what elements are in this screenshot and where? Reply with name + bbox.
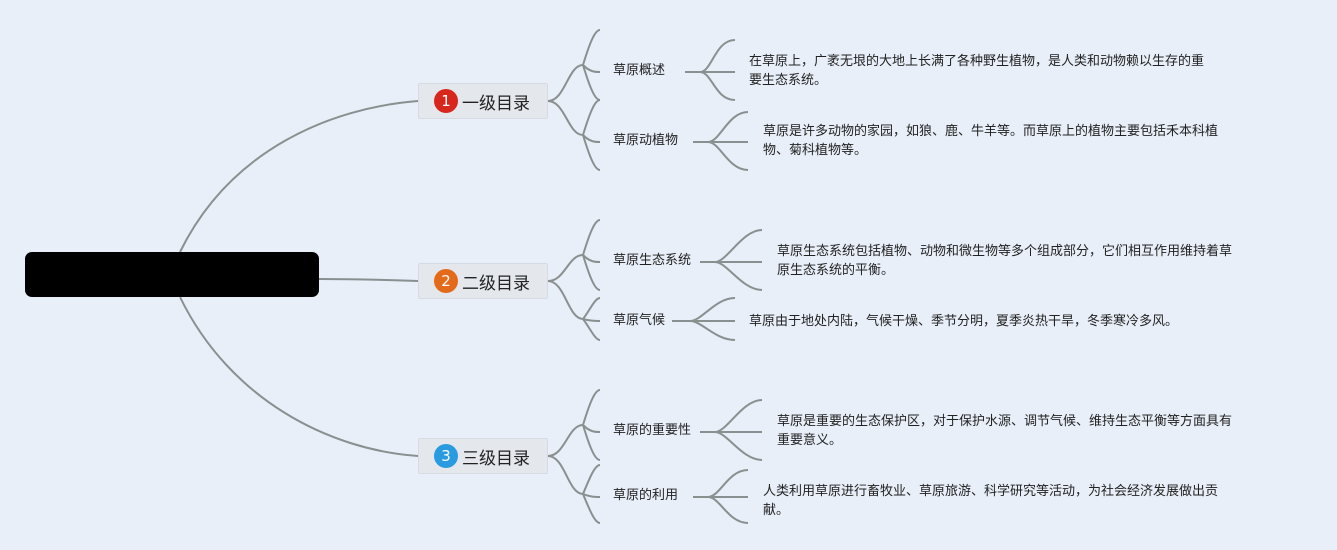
- connector-fan-mid: [582, 424, 601, 433]
- connector-fan-top: [582, 389, 601, 426]
- topic-node[interactable]: 草原气候: [613, 313, 666, 328]
- topic-description[interactable]: 草原是许多动物的家园，如狼、鹿、牛羊等。而草原上的植物主要包括禾本科植 物、菊科…: [763, 122, 1218, 160]
- connector-desc-fan-top: [714, 229, 763, 263]
- connector-fan-bottom: [582, 424, 601, 461]
- connector-fan-top: [582, 219, 601, 256]
- connector-fan-bottom: [582, 254, 601, 291]
- connector-fan-top: [582, 297, 601, 320]
- branch-label: 二级目录: [462, 273, 530, 294]
- connector-branch-1-to-topic-2: [547, 100, 584, 136]
- connector-root-to-branch-1: [179, 100, 419, 253]
- topic-node[interactable]: 草原概述: [613, 63, 666, 78]
- root-node[interactable]: [25, 252, 319, 297]
- number-badge-icon: 3: [434, 444, 458, 468]
- description-line: 在草原上，广袤无垠的大地上长满了各种野生植物，是人类和动物赖以生存的重: [749, 54, 1205, 69]
- connector-fan-mid: [582, 254, 601, 263]
- connector-fan-bottom: [582, 134, 601, 171]
- connector-branch-2-to-topic-1: [547, 254, 584, 282]
- connector-fan-mid: [582, 493, 601, 498]
- connector-desc-fan-top: [689, 297, 736, 322]
- description-line: 草原生态系统包括植物、动物和微生物等多个组成部分，它们相互作用维持着草: [777, 244, 1233, 259]
- connector-fan-mid: [582, 134, 601, 143]
- topic-description[interactable]: 人类利用草原进行畜牧业、草原旅游、科学研究等活动，为社会经济发展做出贡 献。: [763, 482, 1218, 520]
- connector-branch-2-to-topic-2: [547, 280, 584, 320]
- connector-desc-fan-bottom: [689, 320, 736, 341]
- topic-node[interactable]: 草原的重要性: [613, 423, 692, 438]
- connector-root-to-branch-3: [179, 296, 419, 457]
- connector-desc-fan-bottom: [707, 496, 749, 524]
- connector-fan-bottom: [582, 318, 601, 341]
- connector-root-to-branch-2: [318, 278, 419, 282]
- connector-desc-fan-bottom: [707, 141, 749, 171]
- connector-fan-top: [582, 99, 601, 136]
- description-line: 物、菊科植物等。: [763, 143, 868, 158]
- topic-node[interactable]: 草原生态系统: [613, 253, 692, 268]
- number-badge-icon: 1: [434, 89, 458, 113]
- branch-node-3[interactable]: 3 三级目录: [418, 438, 548, 474]
- topic-node[interactable]: 草原的利用: [613, 488, 679, 503]
- description-line: 要生态系统。: [749, 73, 828, 88]
- description-line: 献。: [763, 503, 790, 518]
- connector-desc-fan-top: [707, 469, 749, 498]
- connector-fan-bottom: [582, 493, 601, 524]
- description-line: 原生态系统的平衡。: [777, 263, 895, 278]
- topic-description[interactable]: 草原是重要的生态保护区，对于保护水源、调节气候、维持生态平衡等方面具有 重要意义…: [777, 412, 1232, 450]
- connector-desc-fan-bottom: [714, 261, 763, 291]
- connector-fan-top: [582, 464, 601, 495]
- topic-description[interactable]: 在草原上，广袤无垠的大地上长满了各种野生植物，是人类和动物赖以生存的重 要生态系…: [749, 52, 1204, 90]
- connector-desc-fan-top: [699, 39, 736, 73]
- topic-node[interactable]: 草原动植物: [613, 133, 679, 148]
- connector-branch-3-to-topic-1: [547, 424, 584, 457]
- connector-fan-mid: [582, 318, 601, 322]
- number-badge-icon: 2: [434, 269, 458, 293]
- topic-description[interactable]: 草原由于地处内陆，气候干燥、季节分明，夏季炎热干旱，冬季寒冷多风。: [749, 312, 1178, 331]
- description-line: 草原由于地处内陆，气候干燥、季节分明，夏季炎热干旱，冬季寒冷多风。: [749, 314, 1179, 329]
- description-line: 重要意义。: [777, 433, 843, 448]
- connector-fan-mid: [582, 64, 601, 73]
- connector-desc-fan-bottom: [699, 71, 736, 101]
- branch-label: 三级目录: [462, 448, 530, 469]
- topic-description[interactable]: 草原生态系统包括植物、动物和微生物等多个组成部分，它们相互作用维持着草 原生态系…: [777, 242, 1232, 280]
- connector-desc-fan-top: [707, 111, 749, 143]
- description-line: 草原是许多动物的家园，如狼、鹿、牛羊等。而草原上的植物主要包括禾本科植: [763, 124, 1219, 139]
- description-line: 草原是重要的生态保护区，对于保护水源、调节气候、维持生态平衡等方面具有: [777, 414, 1233, 429]
- connector-fan-top: [582, 29, 601, 66]
- branch-node-2[interactable]: 2 二级目录: [418, 263, 548, 299]
- branch-node-1[interactable]: 1 一级目录: [418, 83, 548, 119]
- connector-branch-3-to-topic-2: [547, 455, 584, 495]
- branch-label: 一级目录: [462, 93, 530, 114]
- description-line: 人类利用草原进行畜牧业、草原旅游、科学研究等活动，为社会经济发展做出贡: [763, 484, 1219, 499]
- connector-desc-fan-bottom: [714, 431, 763, 461]
- connector-branch-1-to-topic-1: [547, 64, 584, 102]
- connector-desc-fan-top: [714, 399, 763, 433]
